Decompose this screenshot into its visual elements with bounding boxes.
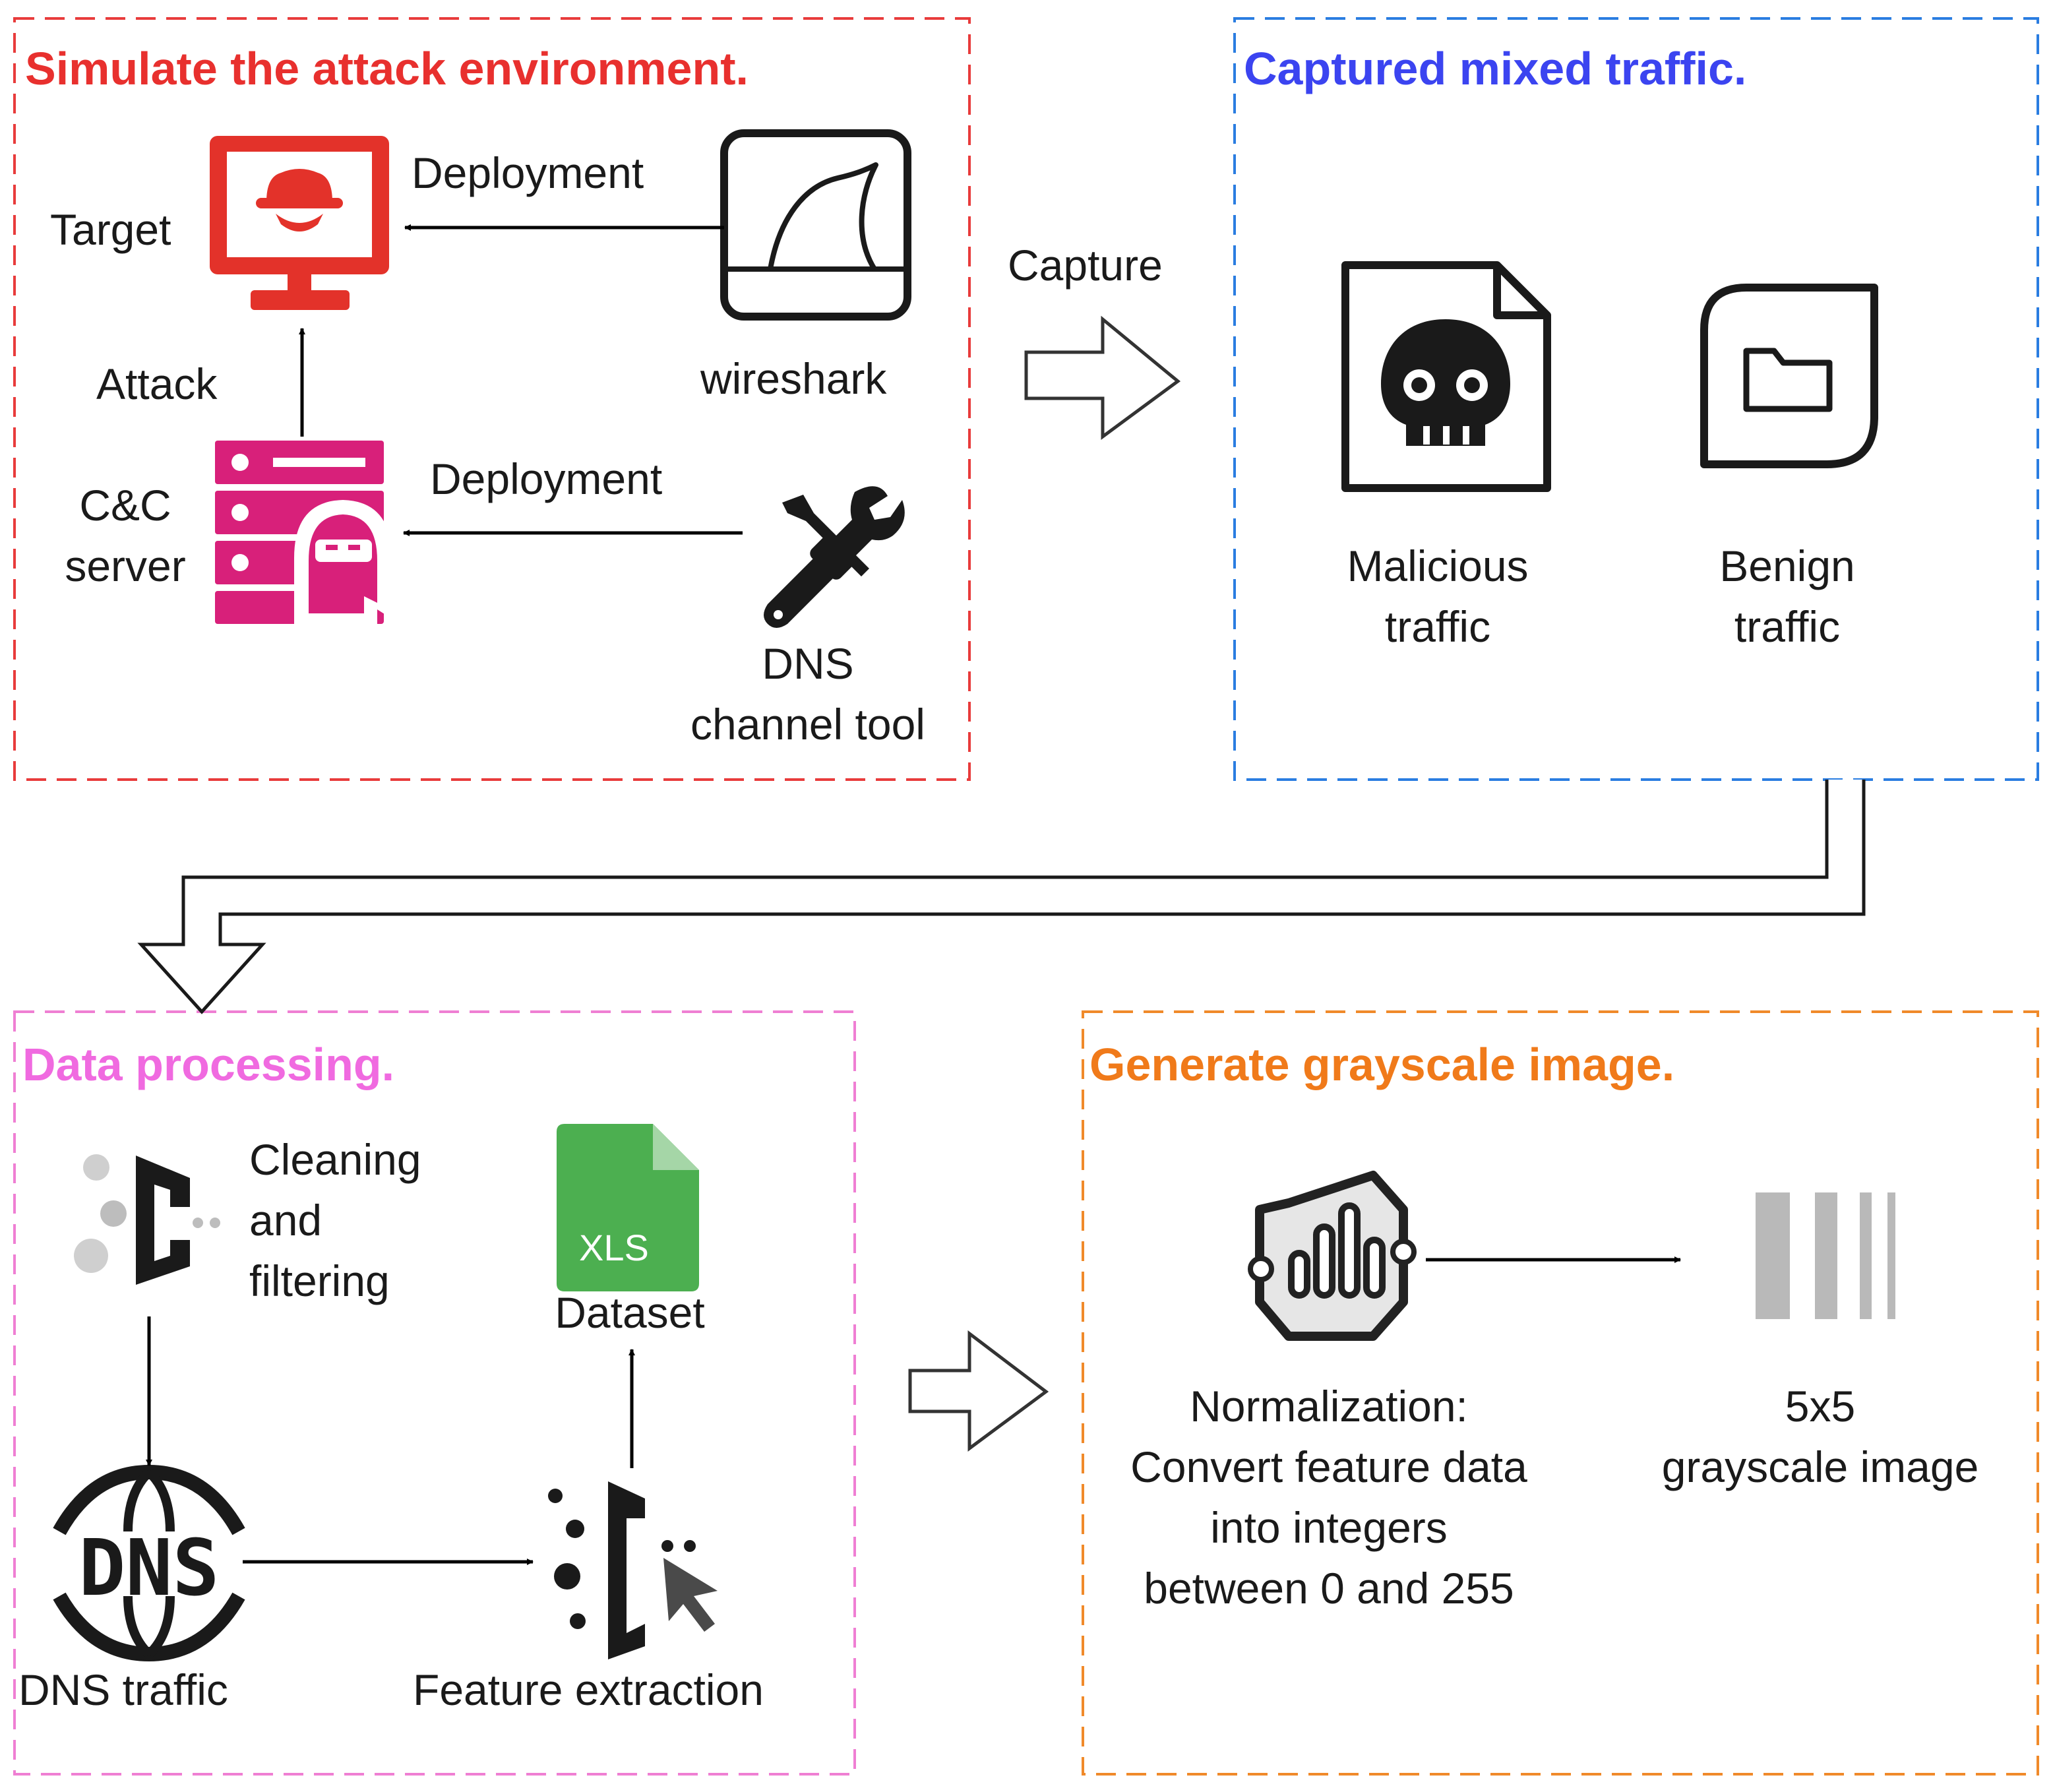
simulate-panel (13, 17, 971, 781)
malicious-label-2: traffic (1384, 602, 1491, 651)
shark-fin-icon (720, 129, 911, 321)
deployment-top-label: Deployment (412, 148, 644, 197)
malicious-label-1: Malicious (1347, 541, 1529, 590)
benign-label-2: traffic (1734, 602, 1841, 651)
grayscale-bars-icon (1756, 1192, 1895, 1319)
cleaning-label-3: filtering (249, 1256, 390, 1305)
simulate-title: Simulate the attack environment. (25, 43, 749, 94)
xls-text: XLS (579, 1227, 649, 1268)
to-processing-arrow (137, 780, 1866, 1014)
to-generate-arrow (908, 1330, 1049, 1452)
feature-extraction-label: Feature extraction (413, 1665, 764, 1714)
cleaning-label-1: Cleaning (249, 1135, 421, 1184)
captured-title: Captured mixed traffic. (1244, 43, 1747, 94)
generate-panel (1082, 1010, 2039, 1776)
xls-file-icon (557, 1124, 699, 1291)
processing-title: Data processing. (22, 1039, 395, 1090)
grayscale-label-2: grayscale image (1661, 1442, 1979, 1491)
dns-traffic-label: DNS traffic (18, 1665, 228, 1714)
dns-tool-label-2: channel tool (690, 700, 925, 749)
normalization-chart-icon (1248, 1171, 1417, 1341)
normalization-label-2: Convert feature data (1130, 1442, 1527, 1491)
dns-icon-text: DNS (78, 1522, 220, 1613)
normalization-label-4: between 0 and 255 (1144, 1564, 1514, 1613)
dns-globe-icon (53, 1464, 245, 1662)
skull-document-icon (1341, 261, 1551, 492)
folder-document-icon (1700, 284, 1878, 468)
wrench-screwdriver-icon (764, 486, 905, 628)
cleaning-filter-icon (74, 1154, 220, 1285)
normalization-label-3: into integers (1210, 1503, 1448, 1552)
generate-title: Generate grayscale image. (1089, 1039, 1675, 1090)
cc-label-1: C&C (79, 481, 171, 530)
target-label: Target (50, 205, 171, 254)
feature-extraction-icon (548, 1481, 718, 1659)
wireshark-label: wireshark (700, 354, 887, 403)
attack-label: Attack (96, 359, 218, 408)
normalization-label-1: Normalization: (1190, 1382, 1468, 1431)
benign-label-1: Benign (1719, 541, 1855, 590)
deployment-bottom-label: Deployment (430, 454, 663, 503)
hacker-monitor-icon (210, 136, 389, 310)
capture-arrow (1024, 315, 1181, 440)
cc-label-2: server (65, 541, 186, 590)
capture-label: Capture (1008, 241, 1163, 290)
dataset-label: Dataset (555, 1288, 705, 1337)
cleaning-label-2: and (249, 1196, 322, 1245)
dns-tool-label-1: DNS (762, 639, 854, 688)
grayscale-label-1: 5x5 (1785, 1382, 1856, 1431)
captured-panel (1233, 17, 2039, 781)
processing-panel (13, 1010, 856, 1776)
cc-server-icon (215, 441, 392, 627)
